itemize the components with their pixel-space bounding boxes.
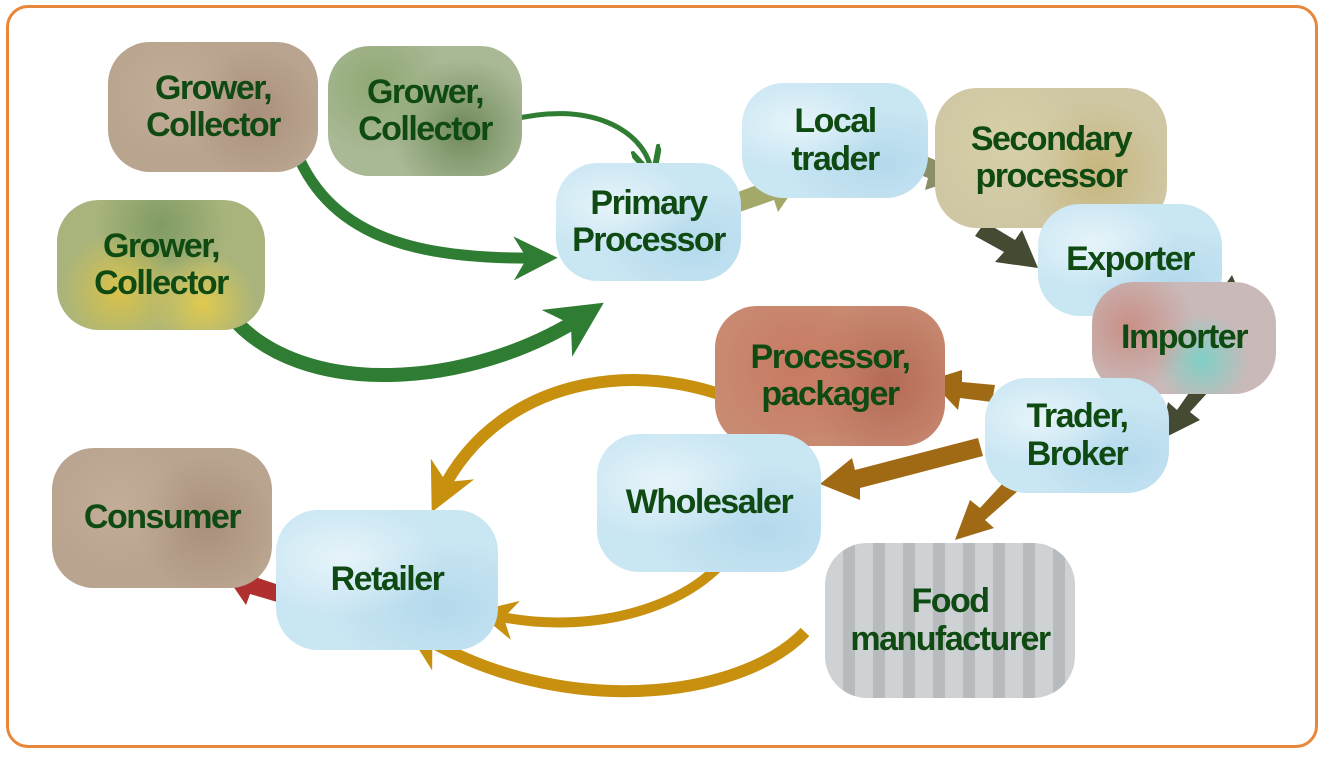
- node-importer: Importer: [1092, 282, 1276, 394]
- arrow-grower1-to-primary: [284, 133, 558, 281]
- arrow-secondary-to-exporter: [975, 222, 1038, 268]
- arrow-importer-to-trader: [1160, 380, 1210, 440]
- arrow-grower2-to-primary: [509, 111, 650, 165]
- diagram-frame: [6, 5, 1318, 748]
- node-grower-1: Grower,Collector: [108, 42, 318, 172]
- node-wholesaler: Wholesaler: [597, 434, 821, 572]
- arrow-grower3-to-primary: [224, 302, 604, 383]
- node-grower-3: Grower,Collector: [57, 200, 265, 330]
- arrow-trader-to-wholesaler: [820, 438, 983, 500]
- arrow-food-to-retailer: [403, 625, 810, 698]
- node-retailer: Retailer: [276, 510, 498, 650]
- node-processor-packager: Processor,packager: [715, 306, 945, 446]
- node-consumer: Consumer: [52, 448, 272, 588]
- arrow-trader-to-packager: [930, 370, 995, 410]
- node-trader-broker: Trader,Broker: [985, 378, 1169, 493]
- node-grower-2: Grower,Collector: [328, 46, 522, 176]
